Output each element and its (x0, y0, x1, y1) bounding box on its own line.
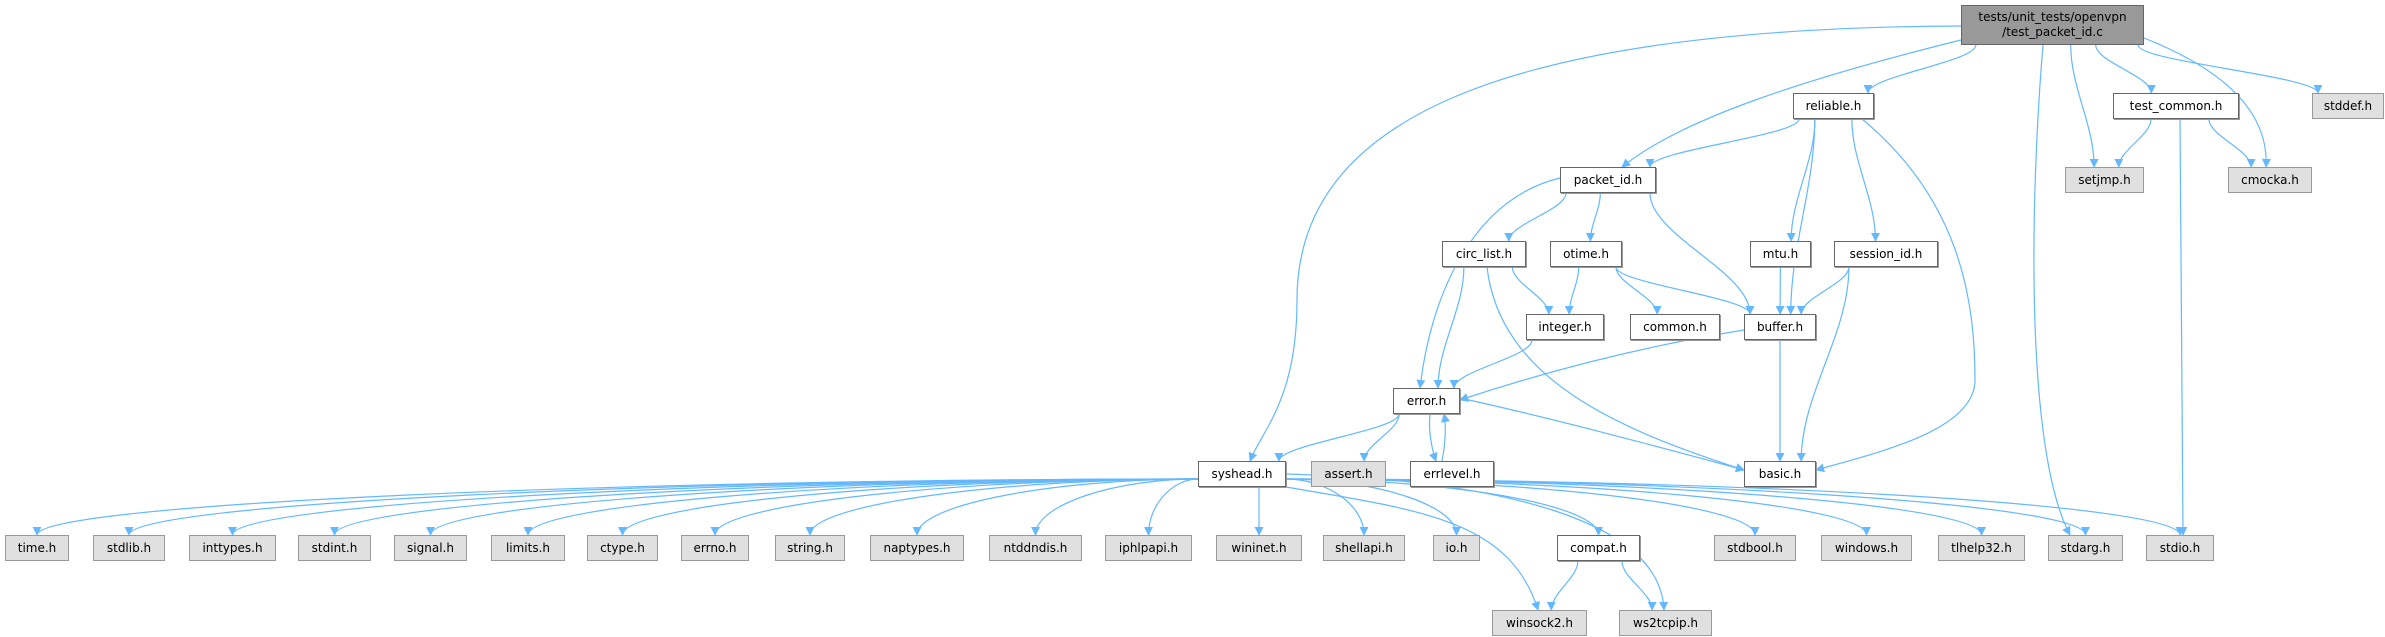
node-otime[interactable]: otime.h (1550, 241, 1622, 267)
edge-error-to-errlevel (1428, 413, 1438, 462)
node-compat[interactable]: compat.h (1557, 535, 1640, 561)
node-basic[interactable]: basic.h (1744, 461, 1816, 487)
edge-test-common-to-cmocka (2208, 118, 2256, 168)
edge-root-to-syshead (1248, 25, 1962, 462)
node-ws2tcpip[interactable]: ws2tcpip.h (1619, 610, 1712, 636)
edge-syshead-to-tlhelp32 (1285, 478, 1986, 536)
edge-syshead-to-shellapi (1285, 478, 1369, 536)
edge-circ-list-to-integer (1511, 266, 1554, 315)
node-packet-id[interactable]: packet_id.h (1560, 167, 1656, 193)
edge-otime-to-common (1615, 266, 1662, 315)
edge-otime-to-buffer (1615, 266, 1755, 315)
edge-compat-to-winsock2 (1546, 560, 1579, 611)
node-error[interactable]: error.h (1393, 388, 1460, 414)
edge-buffer-to-error (1459, 329, 1745, 402)
node-windows[interactable]: windows.h (1821, 535, 1912, 561)
edge-syshead-to-string (805, 478, 1199, 536)
node-syshead[interactable]: syshead.h (1198, 461, 1286, 487)
node-integer[interactable]: integer.h (1526, 314, 1604, 340)
edge-root-to-cmocka (2143, 37, 2271, 168)
edge-packet-id-to-circ-list (1504, 192, 1567, 242)
node-iphlpapi[interactable]: iphlpapi.h (1105, 535, 1192, 561)
edge-reliable-to-packet-id (1645, 118, 1800, 168)
node-errno[interactable]: errno.h (681, 535, 749, 561)
node-circ-list[interactable]: circ_list.h (1442, 241, 1526, 267)
edge-syshead-to-compat (1285, 478, 1603, 536)
edge-syshead-to-time (32, 478, 1199, 536)
edge-reliable-to-basic (1815, 118, 1976, 473)
node-wininet[interactable]: wininet.h (1216, 535, 1302, 561)
edge-circ-list-to-error (1433, 266, 1465, 389)
node-stdarg[interactable]: stdarg.h (2048, 535, 2123, 561)
edge-session-id-to-basic (1796, 266, 1850, 462)
node-setjmp[interactable]: setjmp.h (2065, 167, 2144, 193)
node-signal[interactable]: signal.h (394, 535, 467, 561)
edge-root-to-stdarg (2033, 44, 2071, 536)
edge-root-to-stddef (2137, 44, 2323, 94)
node-stddef[interactable]: stddef.h (2312, 93, 2384, 119)
edge-syshead-to-ntddndis (1031, 478, 1199, 536)
node-common[interactable]: common.h (1630, 314, 1720, 340)
node-assert[interactable]: assert.h (1311, 461, 1386, 487)
node-mtu[interactable]: mtu.h (1750, 241, 1811, 267)
edge-root-to-setjmp (2070, 44, 2099, 168)
node-stdint[interactable]: stdint.h (298, 535, 371, 561)
edge-integer-to-error (1449, 339, 1533, 389)
edge-test-common-to-stdio (2178, 118, 2188, 536)
node-ntddndis[interactable]: ntddndis.h (989, 535, 1082, 561)
edge-syshead-to-stdio (1285, 478, 2185, 536)
edge-packet-id-to-otime (1585, 192, 1601, 242)
node-shellapi[interactable]: shellapi.h (1323, 535, 1405, 561)
edge-root-to-packet-id (1621, 39, 1962, 168)
node-errlevel[interactable]: errlevel.h (1410, 461, 1494, 487)
edge-syshead-to-naptypes (912, 478, 1199, 536)
node-ctype[interactable]: ctype.h (587, 535, 658, 561)
edge-reliable-to-mtu (1786, 118, 1816, 242)
edge-circ-list-to-basic (1486, 266, 1745, 472)
node-root[interactable]: tests/unit_tests/openvpn /test_packet_id… (1961, 5, 2144, 45)
edge-syshead-to-iphlpapi (1144, 478, 1199, 536)
edge-compat-to-ws2tcpip (1621, 560, 1657, 611)
edge-reliable-to-buffer (1786, 118, 1816, 315)
edge-root-to-test-common (2095, 44, 2156, 94)
edge-errlevel-to-error (1441, 413, 1450, 462)
edge-otime-to-integer (1564, 266, 1580, 315)
edge-packet-id-to-buffer (1649, 192, 1755, 315)
node-stdlib[interactable]: stdlib.h (93, 535, 165, 561)
node-stdio[interactable]: stdio.h (2146, 535, 2214, 561)
node-test-common[interactable]: test_common.h (2113, 93, 2239, 119)
node-buffer[interactable]: buffer.h (1744, 314, 1816, 340)
node-string[interactable]: string.h (775, 535, 845, 561)
edge-error-to-assert (1359, 413, 1400, 462)
edge-error-to-syshead (1274, 413, 1400, 462)
edge-syshead-to-winsock2 (1285, 486, 1540, 611)
node-io[interactable]: io.h (1433, 535, 1480, 561)
edge-syshead-to-stdint (330, 478, 1199, 536)
edge-reliable-to-session-id (1851, 118, 1880, 242)
node-reliable[interactable]: reliable.h (1793, 93, 1874, 119)
edge-root-to-reliable (1863, 44, 1977, 94)
edge-error-to-basic (1459, 397, 1745, 473)
edge-syshead-to-io (1285, 478, 1461, 536)
node-stdbool[interactable]: stdbool.h (1714, 535, 1796, 561)
node-time[interactable]: time.h (5, 535, 69, 561)
node-winsock2[interactable]: winsock2.h (1492, 610, 1587, 636)
node-cmocka[interactable]: cmocka.h (2228, 167, 2312, 193)
edge-session-id-to-buffer (1796, 266, 1850, 315)
node-naptypes[interactable]: naptypes.h (870, 535, 964, 561)
node-session-id[interactable]: session_id.h (1834, 241, 1938, 267)
node-limits[interactable]: limits.h (491, 535, 565, 561)
node-inttypes[interactable]: inttypes.h (189, 535, 276, 561)
edge-test-common-to-setjmp (2114, 118, 2152, 168)
node-tlhelp32[interactable]: tlhelp32.h (1938, 535, 2025, 561)
